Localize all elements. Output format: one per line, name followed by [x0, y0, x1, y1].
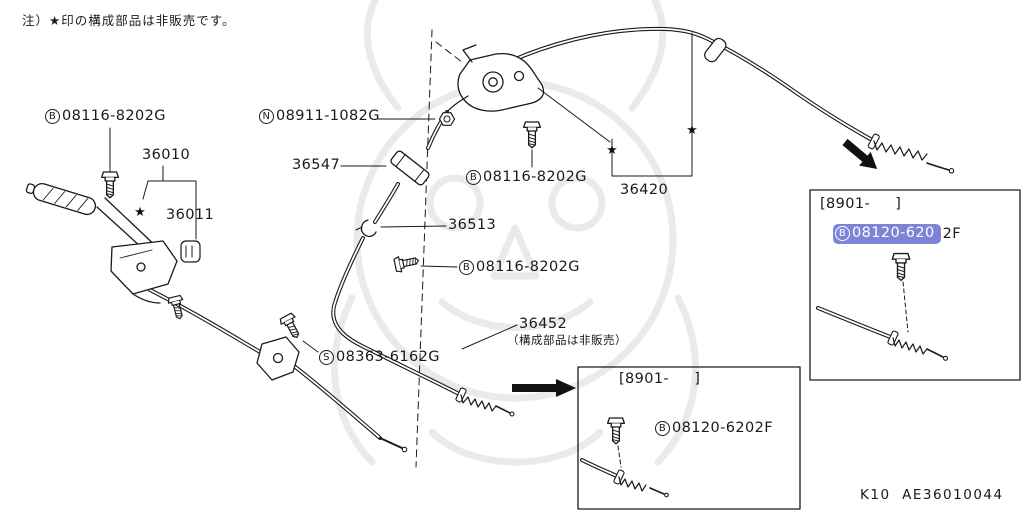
callout-lines-36420: [611, 32, 693, 177]
part-number-suffix: 2F: [942, 225, 962, 242]
callout-bolt-lever[interactable]: B 08116-8202G: [45, 109, 166, 124]
callout-bolt-clip[interactable]: B 08116-8202G: [459, 260, 580, 275]
cable-36452: [331, 110, 515, 417]
equalizer-assembly: [445, 44, 611, 143]
inset-bottom-date-range: [8901- ]: [619, 371, 701, 387]
adjuster-36547-part: [340, 150, 430, 186]
bolt-lever-part: [100, 127, 120, 199]
callout-front-cable-36452[interactable]: 36452: [519, 316, 568, 332]
callout-rear-cable-36420[interactable]: 36420: [620, 182, 669, 198]
rear-cable-36420: [498, 26, 955, 174]
prefix-circle-icon: B: [459, 260, 474, 275]
parking-brake-lever: [25, 183, 188, 322]
section-dashed-line: [415, 29, 463, 468]
callout-screw-08363[interactable]: S 08363-6162G: [319, 350, 440, 365]
nut-part: [376, 112, 456, 126]
prefix-circle-icon: N: [259, 109, 274, 124]
inset-bottom-part-number[interactable]: B 08120-6202F: [655, 421, 773, 436]
callout-nut-08911[interactable]: N 08911-1082G: [259, 109, 380, 124]
callout-bolt-equalizer[interactable]: B 08116-8202G: [466, 170, 587, 185]
inset-right-date-range: [8901- ]: [820, 196, 902, 212]
part-number: 08363-6162G: [336, 349, 440, 366]
inset-right-part-number[interactable]: B 08120-620 2F: [833, 224, 961, 244]
inset-box-right: [809, 189, 1021, 381]
bolt-clip-part: [393, 252, 458, 274]
callout-clamp-36011[interactable]: 36011: [166, 207, 215, 223]
leader-36452: [461, 324, 518, 350]
callout-lever-36010[interactable]: 36010: [142, 147, 191, 163]
part-number: 08116-8202G: [62, 108, 166, 125]
star-icon: ★: [134, 205, 146, 220]
arrow-to-bottom-inset-icon: [512, 379, 576, 397]
part-number: 08116-8202G: [483, 169, 587, 186]
callout-adjuster-36547[interactable]: 36547: [292, 157, 341, 173]
prefix-circle-icon: S: [319, 350, 334, 365]
part-number: 08116-8202G: [476, 259, 580, 276]
callout-lines-36010: [142, 165, 197, 240]
anchor-bracket: [256, 336, 300, 381]
clamp-36011-part: [180, 240, 201, 263]
prefix-circle-icon: B: [45, 109, 60, 124]
bolt-equalizer-part: [522, 121, 542, 168]
star-icon: ★: [686, 123, 698, 138]
prefix-circle-icon: B: [466, 170, 481, 185]
selection-highlight: B 08120-620: [833, 224, 941, 244]
prefix-circle-icon: B: [835, 226, 850, 241]
prefix-circle-icon: B: [655, 421, 670, 436]
part-number: 08911-1082G: [276, 108, 380, 125]
callout-front-cable-note: （構成部品は非販売）: [507, 333, 627, 347]
part-number-highlighted: 08120-620: [852, 225, 935, 242]
callout-clip-36513[interactable]: 36513: [448, 217, 497, 233]
screw-bracket-part: [278, 311, 319, 353]
clip-36513-part: [355, 219, 447, 238]
part-number: 08120-6202F: [672, 420, 774, 437]
page-note: 注）★印の構成部品は非販売です。: [22, 13, 236, 28]
arrow-to-right-inset-icon: [842, 138, 878, 169]
inset-box-bottom: [577, 366, 801, 510]
star-icon: ★: [606, 143, 618, 158]
drawing-number: K10 AE36010044: [860, 487, 1004, 503]
front-cable: [148, 288, 408, 453]
